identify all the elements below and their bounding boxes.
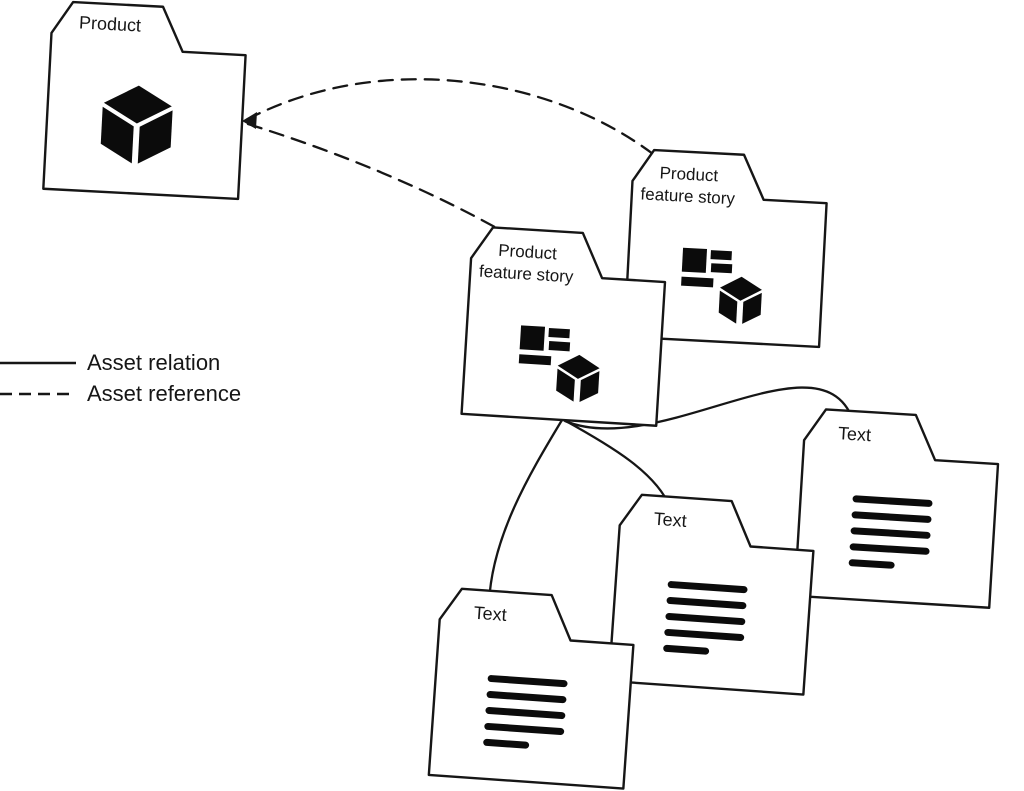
folder-label-line2: feature story — [640, 184, 736, 208]
folder-outline — [460, 226, 667, 427]
folder-product-feature-story-right: Product feature story — [623, 148, 828, 349]
asset-reference-curve-right-story-to-product — [244, 78, 655, 156]
layout-cube-icon — [518, 325, 600, 403]
text-lines-icon — [848, 495, 933, 569]
legend: Asset relation Asset reference — [0, 347, 241, 409]
folder-product-feature-story-middle: Product feature story — [460, 226, 667, 427]
folder-text-bottom: Text — [427, 587, 635, 790]
legend-label: Asset relation — [87, 349, 221, 375]
legend-item-asset-reference: Asset reference — [0, 378, 241, 409]
cube-icon — [100, 85, 173, 164]
solid-line-icon — [0, 361, 76, 364]
legend-item-asset-relation: Asset relation — [0, 347, 241, 378]
text-lines-icon — [663, 581, 748, 655]
reference-arrowhead-icon — [242, 112, 257, 129]
folder-outline — [793, 408, 1000, 609]
asset-relation-curve-to-text-right — [563, 386, 855, 430]
folder-text-right: Text — [793, 408, 1000, 609]
asset-relation-curve-to-text-bottom — [487, 418, 564, 605]
text-lines-icon — [483, 675, 568, 749]
folder-label: Product — [79, 12, 142, 35]
folder-label: Text — [837, 423, 871, 445]
asset-reference-curve-middle-story-to-product — [246, 122, 511, 237]
legend-label: Asset reference — [87, 380, 242, 406]
folder-product: Product — [42, 0, 247, 201]
folder-outline — [427, 587, 635, 790]
folder-outline — [607, 493, 815, 696]
folder-label: Text — [653, 509, 687, 531]
folder-text-middle: Text — [607, 493, 815, 696]
folder-label: Text — [473, 603, 507, 625]
folder-label-line1: Product — [498, 241, 558, 264]
dashed-line-icon — [0, 392, 76, 395]
folder-label-line1: Product — [659, 163, 719, 185]
layout-cube-icon — [681, 247, 762, 324]
